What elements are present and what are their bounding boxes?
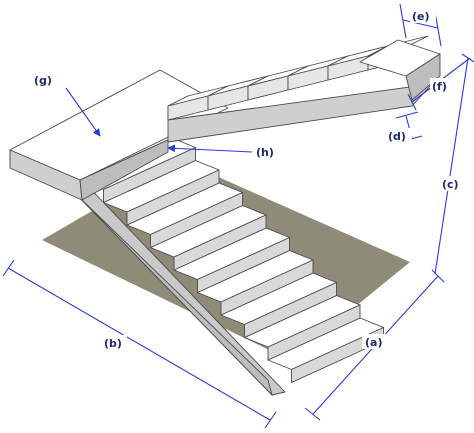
lower-riser xyxy=(197,237,290,293)
dim-line-b xyxy=(7,267,271,421)
label-f: (f) xyxy=(432,80,447,93)
dim-tick-d-top xyxy=(395,111,419,119)
lower-riser xyxy=(103,147,196,203)
label-g: (g) xyxy=(34,74,52,87)
leader-h xyxy=(167,144,253,153)
lower-riser xyxy=(267,304,361,361)
leader-g xyxy=(65,87,101,137)
lower-riser xyxy=(244,282,337,338)
upper-flight-end xyxy=(405,53,441,101)
label-a: (a) xyxy=(365,336,382,349)
label-b: (b) xyxy=(104,337,122,350)
label-d: (d) xyxy=(388,130,406,143)
dim-tick-e-start xyxy=(399,3,407,39)
dim-tick-a-start xyxy=(304,407,321,421)
label-h: (h) xyxy=(256,146,274,159)
dim-tick-a-end xyxy=(431,269,445,283)
lower-riser xyxy=(150,192,243,248)
dim-line-c xyxy=(434,57,469,275)
dim-line-e xyxy=(402,19,439,29)
lower-riser xyxy=(220,259,314,316)
dimension-labels: (b) (a) (c) (e) (f) (d) (g) (h) xyxy=(34,8,466,350)
dim-tick-b-end xyxy=(264,411,277,429)
upper-flight-underside xyxy=(167,83,433,143)
label-e: (e) xyxy=(412,10,430,23)
dim-tick-c-end xyxy=(461,53,474,63)
lower-riser xyxy=(126,169,220,226)
dim-tick-f-start xyxy=(407,93,417,111)
dim-tick-b-start xyxy=(2,259,15,277)
lower-riser xyxy=(173,214,267,271)
label-c: (c) xyxy=(442,178,459,191)
